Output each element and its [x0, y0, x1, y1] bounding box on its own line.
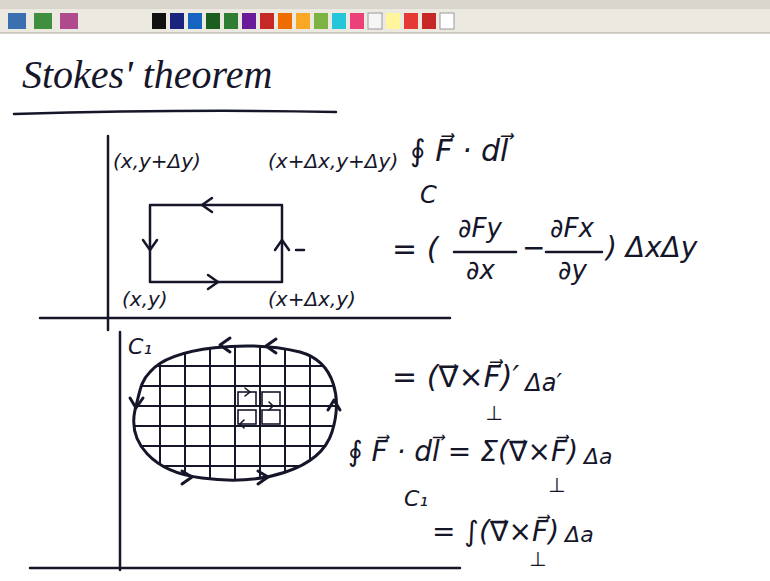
toolbar	[0, 0, 770, 33]
curl-sum: = Σ(∇⃗×F⃗)	[448, 436, 578, 468]
contour-name: C₁	[404, 486, 428, 511]
toolbar	[206, 13, 220, 29]
partial-derivative: ∂Fy	[458, 214, 502, 244]
circulation-cells	[238, 410, 256, 424]
surface-boundary	[182, 471, 192, 484]
toolbar	[188, 13, 202, 29]
toolbar	[0, 33, 770, 34]
perp-subscript: ⊥	[529, 548, 546, 571]
area-element: Δa	[565, 522, 594, 547]
small-loop	[208, 275, 218, 289]
toolbar	[224, 13, 238, 29]
toolbar	[386, 13, 400, 29]
toolbar	[404, 13, 418, 29]
circulation-cells	[238, 388, 280, 428]
toolbar	[34, 13, 52, 29]
toolbar	[242, 13, 256, 29]
small-loop	[296, 249, 304, 252]
surface-grid	[120, 425, 350, 427]
fraction-bars	[454, 251, 516, 254]
surface-boundary	[258, 471, 268, 484]
area-element: Δa	[584, 444, 613, 469]
line-integral: ∮ F⃗ · dl⃗	[348, 436, 440, 468]
surface-grid	[284, 330, 286, 500]
surface-boundary	[328, 400, 340, 410]
surface-grid	[259, 330, 261, 500]
toolbar	[314, 13, 328, 29]
surface-grid	[120, 385, 350, 387]
surface-grid	[159, 330, 161, 500]
surface-grid	[209, 330, 211, 500]
partial-derivative: ∂x	[466, 256, 495, 286]
circulation-cells	[269, 402, 273, 410]
toolbar	[440, 13, 454, 29]
axes	[30, 136, 460, 570]
circulation-cells	[245, 388, 250, 396]
surface-boundary	[130, 398, 143, 408]
fraction-bars	[546, 251, 602, 254]
toolbar	[422, 13, 436, 29]
partial-derivative: ∂Fx	[550, 214, 594, 244]
partial-derivative: ∂y	[558, 256, 587, 286]
toolbar	[368, 13, 382, 29]
toolbar	[60, 13, 78, 29]
small-loop	[143, 198, 304, 289]
axes	[119, 332, 122, 570]
small-loop	[202, 198, 212, 212]
toolbar	[332, 13, 346, 29]
surface-boundary	[220, 338, 230, 352]
contour-name: C₁	[128, 334, 152, 359]
toolbar	[296, 13, 310, 29]
corner-label: (x,y+Δy)	[113, 150, 201, 173]
corner-label: (x,y)	[122, 288, 168, 311]
curl-integral: = ∫(∇⃗×F⃗)	[432, 516, 559, 548]
curl-term: = (∇⃗×F⃗)′	[392, 360, 519, 395]
title-underline	[14, 111, 336, 114]
small-loop	[275, 240, 289, 250]
small-loop	[150, 205, 282, 282]
surface-boundary	[266, 339, 276, 353]
line-integral: ∮ F⃗ · dl⃗	[410, 134, 508, 169]
toolbar	[278, 13, 292, 29]
surface-boundary	[130, 338, 340, 484]
small-loop	[143, 240, 157, 250]
area-element: Δa′	[525, 370, 562, 398]
toolbar	[260, 13, 274, 29]
circulation-cells	[240, 420, 244, 428]
axes	[107, 136, 110, 330]
toolbar	[152, 13, 166, 29]
perp-subscript: ⊥	[485, 402, 502, 425]
surface-boundary	[134, 346, 337, 480]
surface-grid	[120, 445, 350, 447]
surface-grid	[234, 330, 236, 500]
title-underline	[14, 111, 336, 114]
surface-grid	[120, 330, 350, 500]
title-text: Stokes' theorem	[22, 52, 272, 98]
toolbar	[0, 9, 770, 33]
perp-subscript: ⊥	[548, 474, 565, 497]
toolbar	[350, 13, 364, 29]
axes	[40, 317, 450, 320]
contour-name: C	[420, 182, 437, 210]
equation-part: ) ΔxΔy	[606, 232, 697, 264]
axes	[30, 567, 460, 570]
surface-grid	[120, 405, 350, 407]
toolbar	[170, 13, 184, 29]
corner-label: (x+Δx,y)	[268, 288, 356, 311]
equation-part: = (	[392, 232, 438, 267]
minus-sign: −	[522, 232, 545, 264]
corner-label: (x+Δx,y+Δy)	[268, 150, 398, 173]
toolbar	[8, 13, 26, 29]
toolbar	[0, 0, 770, 9]
circulation-cells	[262, 410, 280, 424]
surface-grid	[120, 465, 350, 467]
